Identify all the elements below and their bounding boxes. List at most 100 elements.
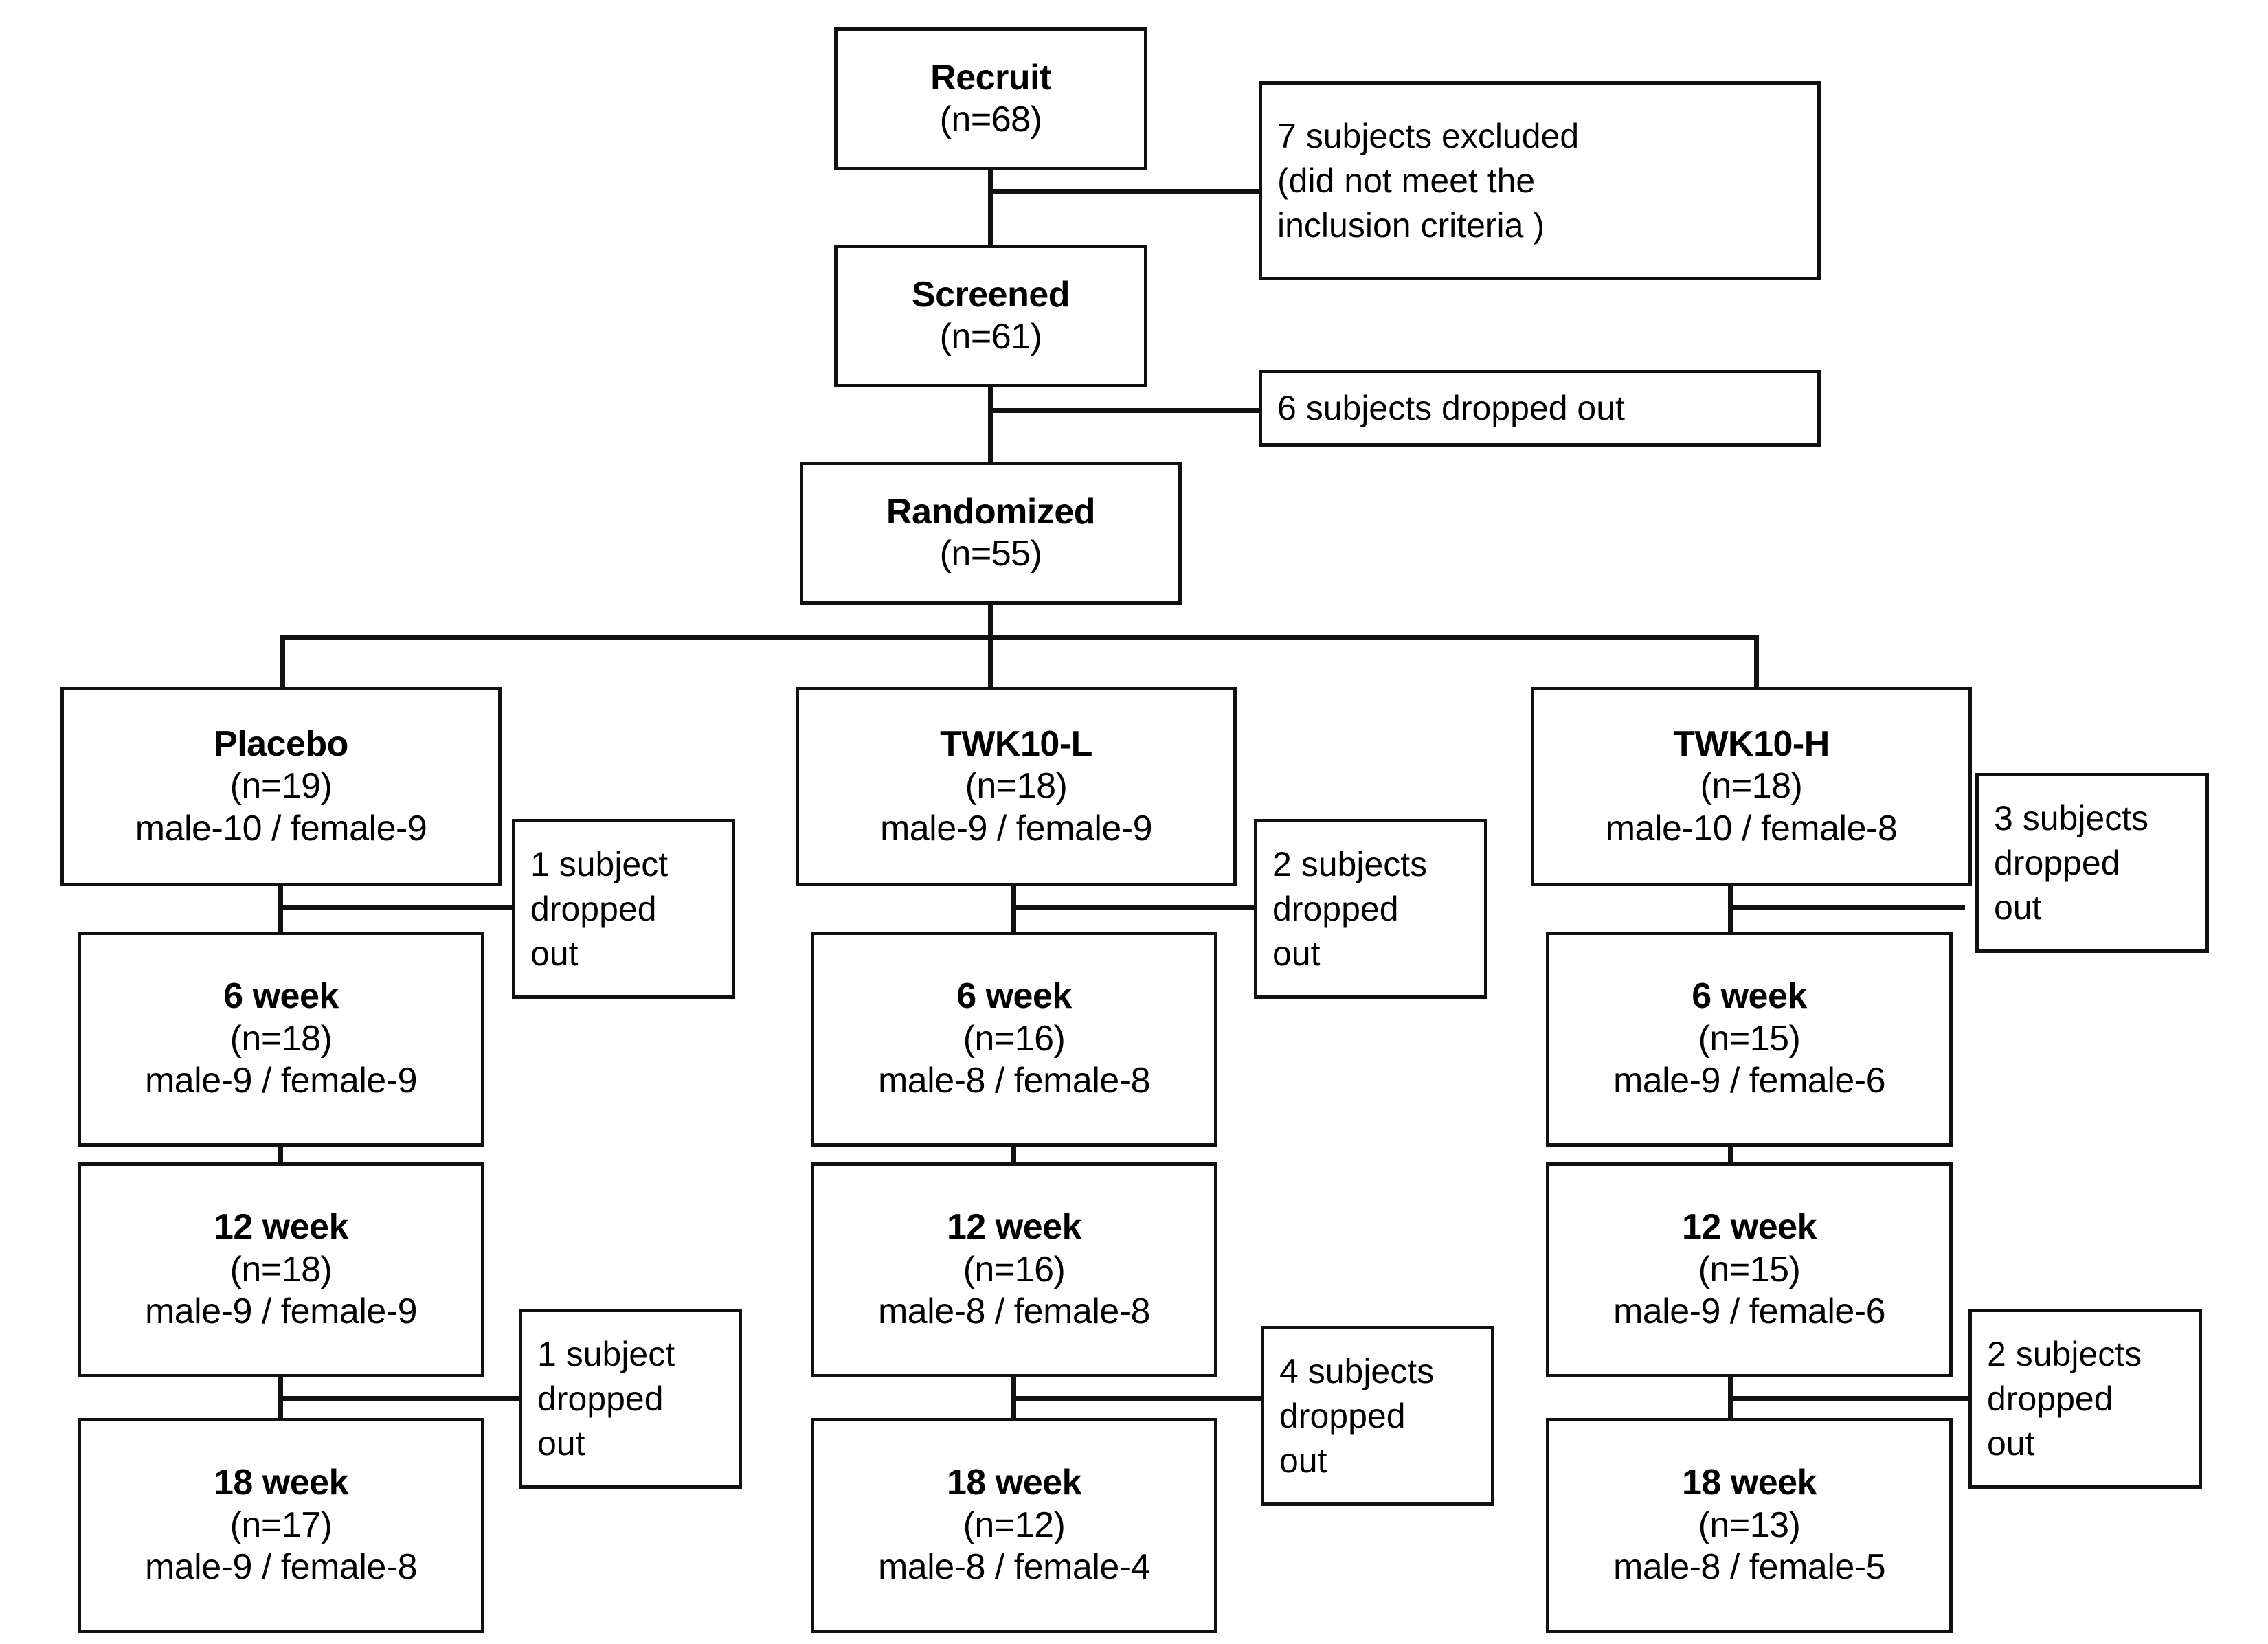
note-placebo-dropout-2-line-2: dropped xyxy=(537,1379,664,1418)
note-placebo-dropout-1: 1 subject dropped out xyxy=(512,819,735,999)
note-excluded-line-1: 7 subjects excluded xyxy=(1277,116,1580,155)
note-twk10h-dropout-1-line-2: dropped xyxy=(1994,843,2120,882)
note-twk10l-dropout-1: 2 subjects dropped out xyxy=(1254,819,1487,999)
node-placebo-12week-sex: male-9 / female-9 xyxy=(144,1292,418,1332)
connector-twk10l-dropout-2 xyxy=(1011,1396,1264,1401)
note-twk10h-dropout-2: 2 subjects dropped out xyxy=(1968,1309,2202,1489)
node-placebo-6week-title: 6 week xyxy=(223,976,339,1017)
note-placebo-dropout-1-line-3: out xyxy=(530,934,579,973)
connector-placebo-dropout-1 xyxy=(278,905,515,910)
node-twk10l-6week-title: 6 week xyxy=(956,976,1072,1017)
connector-screened-randomized xyxy=(988,387,993,463)
connector-twk10h-dropout-1 xyxy=(1728,905,1965,910)
node-twk10h-12week-sex: male-9 / female-6 xyxy=(1613,1292,1886,1332)
connector-dropped-screen-note xyxy=(988,408,1263,413)
node-placebo-group-title: Placebo xyxy=(214,723,348,764)
node-twk10h-12week: 12 week (n=15) male-9 / female-6 xyxy=(1546,1162,1953,1377)
note-placebo-dropout-2-line-3: out xyxy=(537,1423,585,1463)
node-twk10l-18week: 18 week (n=12) male-8 / female-4 xyxy=(811,1418,1217,1633)
node-twk10h-18week-title: 18 week xyxy=(1682,1463,1817,1503)
note-placebo-dropout-1-line-1: 1 subject xyxy=(530,844,669,883)
node-twk10l-18week-title: 18 week xyxy=(947,1463,1082,1503)
note-twk10l-dropout-2-line-3: out xyxy=(1279,1441,1327,1480)
note-twk10l-dropout-1-line-3: out xyxy=(1272,934,1321,973)
connector-twk10h-6week-12week xyxy=(1728,1147,1733,1164)
node-twk10h-group: TWK10-H (n=18) male-10 / female-8 xyxy=(1531,687,1972,886)
note-twk10h-dropout-2-line-2: dropped xyxy=(1987,1379,2113,1418)
node-placebo-12week-title: 12 week xyxy=(214,1207,349,1248)
node-twk10l-6week: 6 week (n=16) male-8 / female-8 xyxy=(811,932,1217,1147)
node-placebo-group-count: (n=19) xyxy=(229,766,333,807)
connector-arms-bus xyxy=(280,635,1759,640)
node-placebo-group: Placebo (n=19) male-10 / female-9 xyxy=(60,687,502,886)
note-placebo-dropout-1-line-2: dropped xyxy=(530,889,657,928)
node-placebo-18week-sex: male-9 / female-8 xyxy=(144,1547,418,1588)
note-placebo-dropout-2: 1 subject dropped out xyxy=(519,1309,742,1489)
node-placebo-18week-count: (n=17) xyxy=(229,1505,333,1545)
connector-placebo-6week-12week xyxy=(278,1147,283,1164)
node-twk10l-12week-sex: male-8 / female-8 xyxy=(877,1292,1151,1332)
node-twk10l-12week-title: 12 week xyxy=(947,1207,1082,1248)
node-recruit: Recruit (n=68) xyxy=(834,27,1147,170)
node-randomized-count: (n=55) xyxy=(939,534,1042,574)
note-dropped-screen: 6 subjects dropped out xyxy=(1259,370,1821,447)
node-twk10h-group-count: (n=18) xyxy=(1700,766,1803,807)
node-twk10l-18week-sex: male-8 / female-4 xyxy=(877,1547,1151,1588)
node-placebo-group-sex: male-10 / female-9 xyxy=(135,808,427,848)
note-twk10h-dropout-1-line-3: out xyxy=(1994,888,2042,927)
note-twk10h-dropout-1: 3 subjects dropped out xyxy=(1975,773,2209,953)
node-twk10h-group-title: TWK10-H xyxy=(1673,723,1830,764)
note-twk10l-dropout-1-line-2: dropped xyxy=(1272,889,1399,928)
note-excluded: 7 subjects excluded (did not meet the in… xyxy=(1259,81,1821,280)
node-recruit-title: Recruit xyxy=(930,57,1051,98)
node-screened: Screened (n=61) xyxy=(834,245,1147,387)
node-twk10h-18week-count: (n=13) xyxy=(1698,1505,1801,1545)
node-twk10h-6week-count: (n=15) xyxy=(1698,1018,1801,1059)
node-twk10h-6week-title: 6 week xyxy=(1692,976,1807,1017)
node-placebo-18week-title: 18 week xyxy=(214,1463,349,1503)
note-twk10h-dropout-2-line-3: out xyxy=(1987,1423,2035,1463)
note-twk10l-dropout-2: 4 subjects dropped out xyxy=(1261,1326,1494,1506)
node-twk10l-12week: 12 week (n=16) male-8 / female-8 xyxy=(811,1162,1217,1377)
node-twk10l-6week-count: (n=16) xyxy=(963,1018,1066,1059)
node-screened-title: Screened xyxy=(911,274,1070,315)
node-placebo-6week: 6 week (n=18) male-9 / female-9 xyxy=(78,932,484,1147)
connector-twk10l-6week-12week xyxy=(1011,1147,1016,1164)
connector-recruit-screened xyxy=(988,170,993,246)
node-twk10h-group-sex: male-10 / female-8 xyxy=(1605,808,1898,848)
note-twk10h-dropout-1-line-1: 3 subjects xyxy=(1994,798,2149,837)
note-twk10l-dropout-2-line-2: dropped xyxy=(1279,1396,1406,1435)
connector-twk10h-dropout-2 xyxy=(1728,1396,1972,1401)
node-placebo-12week: 12 week (n=18) male-9 / female-9 xyxy=(78,1162,484,1377)
node-twk10l-6week-sex: male-8 / female-8 xyxy=(877,1061,1151,1101)
node-twk10l-12week-count: (n=16) xyxy=(963,1249,1066,1290)
connector-placebo-dropout-2 xyxy=(278,1396,522,1401)
node-twk10l-group: TWK10-L (n=18) male-9 / female-9 xyxy=(796,687,1237,886)
note-dropped-screen-line-1: 6 subjects dropped out xyxy=(1277,388,1625,427)
connector-arm-twk10h-drop xyxy=(1754,635,1759,688)
connector-randomized-stem xyxy=(988,605,993,688)
node-twk10h-6week-sex: male-9 / female-6 xyxy=(1613,1061,1886,1101)
note-twk10l-dropout-2-line-1: 4 subjects xyxy=(1279,1351,1435,1390)
node-placebo-12week-count: (n=18) xyxy=(229,1249,333,1290)
node-placebo-6week-sex: male-9 / female-9 xyxy=(144,1061,418,1101)
node-twk10h-12week-count: (n=15) xyxy=(1698,1249,1801,1290)
note-excluded-line-2: (did not meet the xyxy=(1277,161,1536,200)
node-randomized-title: Randomized xyxy=(886,491,1096,532)
node-twk10h-18week-sex: male-8 / female-5 xyxy=(1613,1547,1886,1588)
connector-arm-placebo-drop xyxy=(280,635,285,688)
node-twk10h-6week: 6 week (n=15) male-9 / female-6 xyxy=(1546,932,1953,1147)
node-placebo-18week: 18 week (n=17) male-9 / female-8 xyxy=(78,1418,484,1633)
node-twk10l-group-sex: male-9 / female-9 xyxy=(879,808,1153,848)
node-randomized: Randomized (n=55) xyxy=(800,462,1182,605)
node-placebo-6week-count: (n=18) xyxy=(229,1018,333,1059)
connector-twk10l-dropout-1 xyxy=(1011,905,1257,910)
note-placebo-dropout-2-line-1: 1 subject xyxy=(537,1334,675,1373)
node-twk10h-18week: 18 week (n=13) male-8 / female-5 xyxy=(1546,1418,1953,1633)
note-twk10l-dropout-1-line-1: 2 subjects xyxy=(1272,844,1428,883)
connector-excluded-note xyxy=(988,189,1263,194)
node-twk10l-18week-count: (n=12) xyxy=(963,1505,1066,1545)
node-screened-count: (n=61) xyxy=(939,317,1042,357)
note-excluded-line-3: inclusion criteria ) xyxy=(1277,205,1545,245)
